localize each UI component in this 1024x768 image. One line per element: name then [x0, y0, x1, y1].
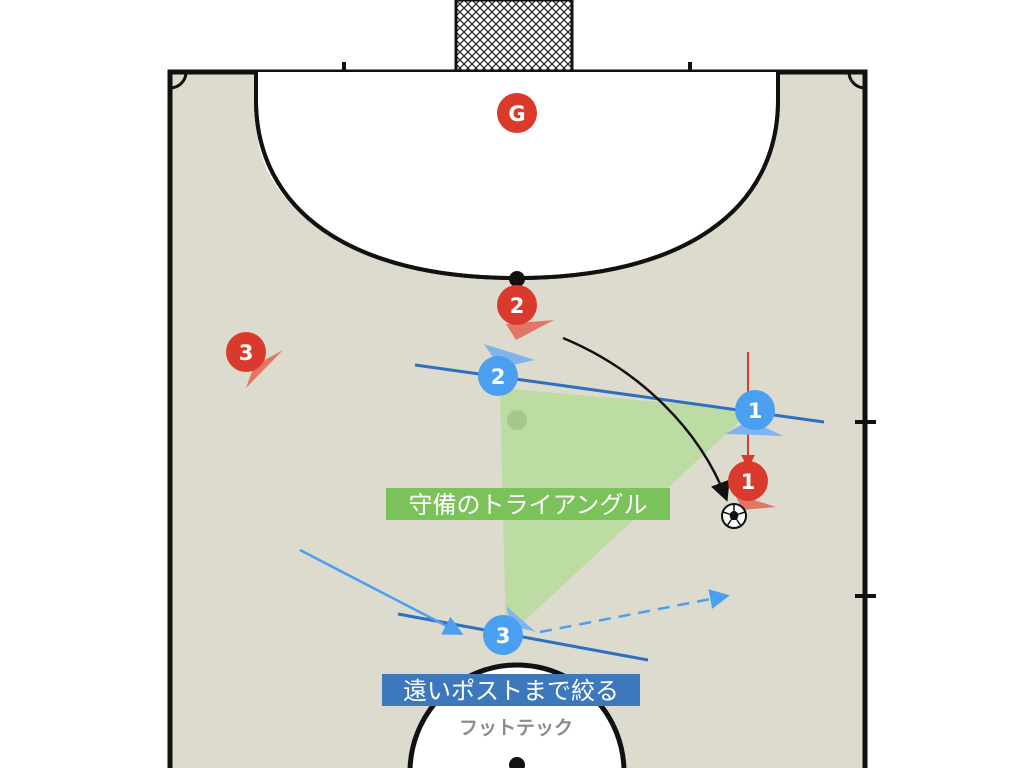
defender-1: 1 — [735, 390, 775, 430]
facing-wedge — [506, 320, 554, 340]
goal — [454, 0, 574, 74]
defender-3: 3 — [483, 615, 523, 655]
center-spot — [509, 757, 525, 768]
attacker-label: 1 — [741, 470, 756, 494]
attacker-1: 1 — [728, 461, 768, 501]
far-post-label: 遠いポストまで絞る — [403, 677, 619, 705]
defender-2: 2 — [478, 356, 518, 396]
attacker-3: 3 — [226, 332, 266, 372]
penalty-spot — [509, 271, 525, 287]
defender-label: 3 — [496, 624, 511, 648]
defender-3-run-arrow — [299, 548, 464, 635]
defender-label: 1 — [748, 399, 763, 423]
triangle-label: 守備のトライアングル — [408, 491, 647, 519]
attacker-label: 3 — [239, 341, 254, 365]
triangle-callout: 守備のトライアングル — [386, 488, 670, 520]
corner-arc-right — [847, 71, 866, 90]
defender-3-dashed-arrow — [539, 589, 730, 634]
goal-net — [454, 0, 574, 74]
attacker-label: G — [508, 102, 525, 126]
watermark: フットテック — [459, 717, 573, 739]
pass-arrow — [562, 336, 730, 502]
defender-label: 2 — [491, 365, 506, 389]
far-post-callout: 遠いポストまで絞る — [382, 674, 640, 706]
attacker-label: 2 — [510, 294, 525, 318]
penalty-area-fill — [258, 74, 776, 276]
attacker-goalkeeper: G — [497, 93, 537, 133]
corner-arc-left — [169, 71, 188, 90]
soccer-ball-icon — [721, 503, 747, 529]
facing-wedge — [246, 350, 283, 388]
attacker-2: 2 — [497, 285, 537, 325]
